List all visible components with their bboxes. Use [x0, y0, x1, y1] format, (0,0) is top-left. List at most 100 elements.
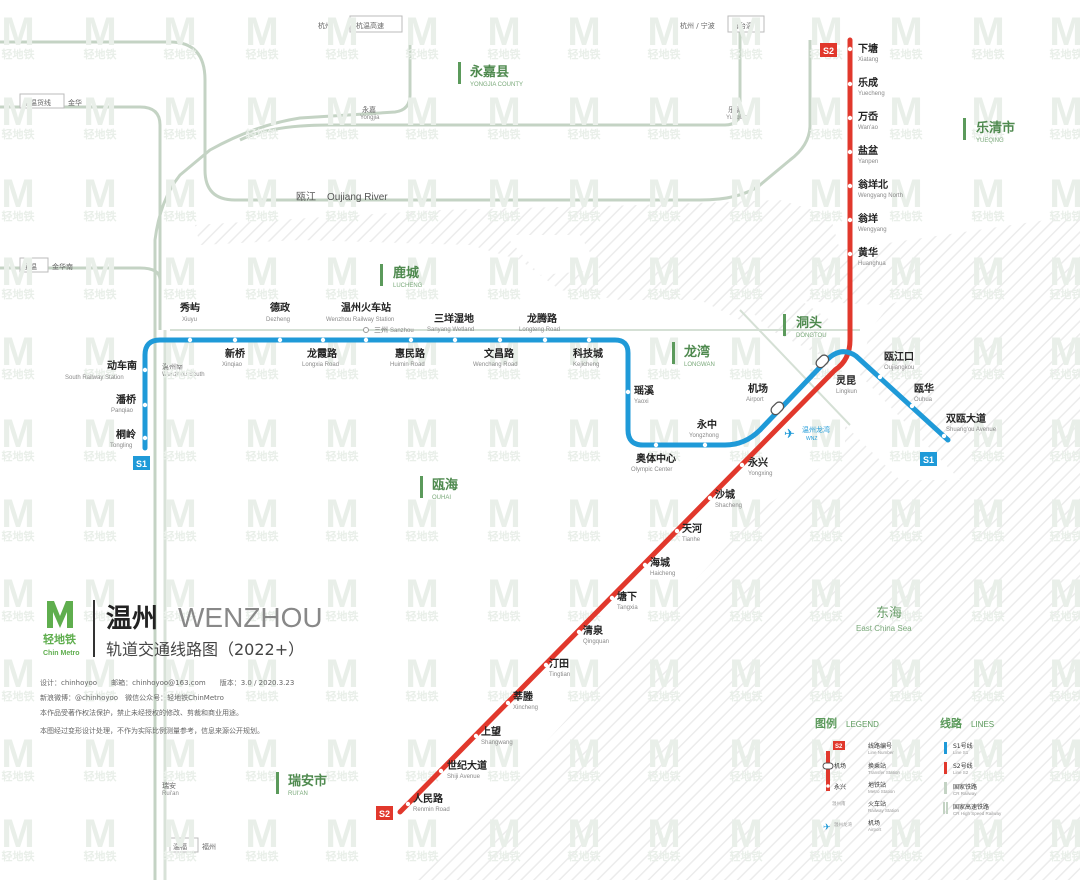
station-airport-transfer[interactable]: 机场 Airport [746, 382, 785, 416]
watermark-text: 轻地铁 [730, 769, 763, 783]
svg-text:RUI'AN: RUI'AN [288, 791, 308, 797]
svg-text:Xinqiao: Xinqiao [222, 362, 243, 368]
watermark-glyph: M [163, 652, 196, 696]
watermark-text: 轻地铁 [972, 367, 1005, 381]
svg-text:LUCHENG: LUCHENG [393, 283, 423, 289]
svg-text:三垟湿地: 三垟湿地 [434, 312, 474, 325]
badge-s2-north[interactable]: S2 [820, 43, 837, 57]
watermark-glyph: M [889, 572, 922, 616]
line-s2 [397, 37, 853, 815]
badge-s2-south[interactable]: S2 [376, 806, 393, 820]
watermark-text: 轻地铁 [972, 287, 1005, 301]
watermark-glyph: M [245, 330, 278, 374]
badge-s1-east[interactable]: S1 [920, 452, 937, 466]
district-yueqing: 乐清市 YUEQING [963, 118, 1015, 144]
credits-line-2: 新浪微博：@chinhoyoo 微信公众号：轻地铁ChinMetro [40, 693, 224, 702]
sea-label: 东海 East China Sea [856, 606, 912, 633]
svg-text:龙湾: 龙湾 [684, 344, 710, 360]
station-xiatang[interactable]: 下塘 Xiatang [847, 42, 879, 63]
watermark-glyph: M [405, 732, 438, 776]
watermark-glyph: M [245, 652, 278, 696]
watermark-glyph: M [809, 412, 842, 456]
watermark-text: 轻地铁 [246, 449, 279, 463]
svg-text:金华: 金华 [68, 98, 82, 107]
svg-text:Shangwang: Shangwang [481, 740, 513, 746]
watermark-glyph: M [1049, 492, 1080, 536]
watermark-glyph: M [1, 732, 34, 776]
watermark-glyph: M [405, 172, 438, 216]
watermark-text: 轻地铁 [488, 367, 521, 381]
watermark-glyph: M [245, 492, 278, 536]
rail-station-ruian: 瑞安 Rui'an [162, 781, 179, 797]
watermark-glyph: M [729, 250, 762, 294]
svg-text:翁垟: 翁垟 [858, 212, 878, 225]
watermark-text: 轻地铁 [1050, 609, 1080, 623]
watermark-glyph: M [1049, 732, 1080, 776]
svg-text:火车站: 火车站 [868, 800, 886, 808]
svg-text:Yuecheng: Yuecheng [858, 91, 885, 97]
watermark-text: 轻地铁 [84, 127, 117, 141]
station-lingkun-transfer[interactable]: 灵昆 Lingkun [814, 353, 857, 395]
badge-s1-west[interactable]: S1 [133, 456, 150, 470]
watermark-glyph: M [245, 812, 278, 856]
svg-text:福州: 福州 [202, 842, 216, 851]
watermark-glyph: M [83, 250, 116, 294]
watermark-glyph: M [889, 10, 922, 54]
watermark-glyph: M [729, 572, 762, 616]
watermark-text: 轻地铁 [2, 609, 35, 623]
watermark-glyph: M [809, 172, 842, 216]
svg-text:Panqiao: Panqiao [111, 408, 134, 414]
watermark-text: 轻地铁 [246, 529, 279, 543]
svg-text:线路: 线路 [940, 716, 963, 730]
watermark-glyph: M [1, 572, 34, 616]
watermark-glyph: M [809, 812, 842, 856]
svg-text:温州龙湾: 温州龙湾 [802, 425, 830, 434]
svg-text:机场: 机场 [868, 819, 880, 827]
svg-text:Xiatang: Xiatang [858, 57, 878, 63]
watermark-glyph: M [83, 90, 116, 134]
watermark-text: 轻地铁 [972, 849, 1005, 863]
watermark-text: 轻地铁 [406, 609, 439, 623]
watermark-text: 轻地铁 [246, 287, 279, 301]
svg-text:下塘: 下塘 [858, 42, 878, 55]
watermark-glyph: M [567, 10, 600, 54]
svg-text:Airport: Airport [868, 827, 882, 832]
